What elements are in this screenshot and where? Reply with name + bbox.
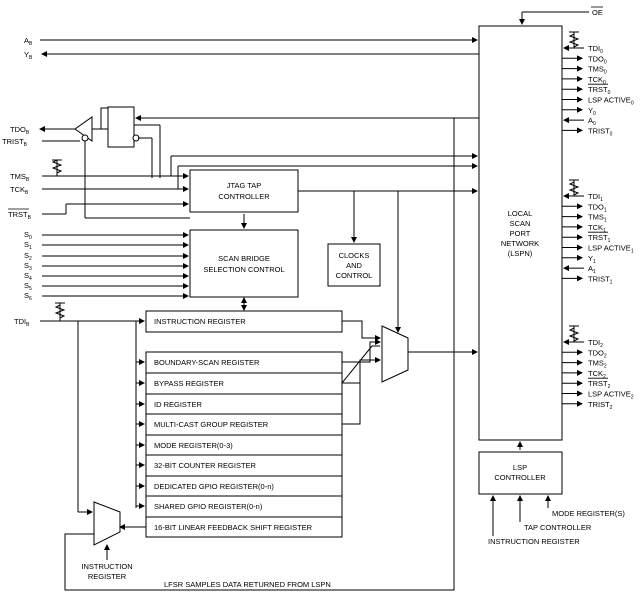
port-trist-0: TRIST0 [588,126,613,137]
register-label-1: BOUNDARY-SCAN REGISTER [154,358,260,367]
clocks-l1: CLOCKS [339,251,370,260]
svg-text:TDIB: TDIB [14,317,30,328]
port-tms-2: TMS2 [588,359,607,370]
scan-bridge-sub: SELECTION CONTROL [203,265,284,274]
svg-text:YB: YB [24,50,33,61]
clocks-l2: AND [346,261,362,270]
lfsr-mux-label-2: REGISTER [88,572,127,581]
select-input-s4: S4 [24,271,32,282]
lsp-controller-input-labels: MODE REGISTER(S) TAP CONTROLLER INSTRUCTIO… [488,509,625,546]
register-labels: INSTRUCTION REGISTER BOUNDARY-SCAN REGIST… [154,317,313,532]
select-input-s0: S0 [24,230,32,241]
lfsr-mux-label-1: INSTRUCTION [81,562,132,571]
lspn-l3: PORT [510,229,531,238]
lspn-l2: SCAN [510,219,531,228]
lsp-controller-input-1: TAP CONTROLLER [524,523,592,532]
svg-text:TCKB: TCKB [10,185,29,196]
scan-bridge-title: SCAN BRIDGE [218,254,270,263]
register-label-6: 32-BIT COUNTER REGISTER [154,461,257,470]
lfsr-note: LFSR SAMPLES DATA RETURNED FROM LSPN [164,580,331,589]
port-trist-1: TRIST1 [588,274,613,285]
port-tms-1: TMS1 [588,213,607,224]
lsp-controller-input-0: MODE REGISTER(S) [552,509,625,518]
select-input-s5: S5 [24,281,32,292]
select-input-s1: S1 [24,240,32,251]
port-a-1: A1 [588,264,596,275]
svg-text:TDOB: TDOB [10,125,30,136]
port-tck-0: TCK0 [588,75,606,86]
port-tms-0: TMS0 [588,65,607,76]
port-tdi-1: TDI1 [588,192,603,203]
port-lsp-active-0: LSP ACTIVE0 [588,96,634,107]
register-label-4: MULTI-CAST GROUP REGISTER [154,420,269,429]
lsp-controller-l1: LSP [513,463,527,472]
select-input-s6: S6 [24,291,32,302]
port-lsp-active-2: LSP ACTIVE2 [588,390,634,401]
port-trst-1: TRST1 [588,233,611,244]
block-labels: JTAG TAP CONTROLLER SCAN BRIDGE SELECTIO… [203,181,546,482]
port-trist-2: TRIST2 [588,400,613,411]
register-label-3: ID REGISTER [154,400,203,409]
port-tdi-2: TDI2 [588,338,603,349]
register-label-8: SHARED GPIO REGISTER(0-n) [154,502,263,511]
port-y-1: Y1 [588,254,596,265]
svg-text:TRISTB: TRISTB [2,137,28,148]
svg-text:AB: AB [24,36,33,47]
register-label-5: MODE REGISTER(0-3) [154,441,233,450]
jtag-tap-title: JTAG TAP [227,181,262,190]
register-label-2: BYPASS REGISTER [154,379,224,388]
port-tdo-2: TDO2 [588,348,607,359]
port-y-0: Y0 [588,106,596,117]
clocks-l3: CONTROL [336,271,373,280]
lspn-l4: NETWORK [501,239,539,248]
static-wires [39,11,589,591]
right-pullups [568,31,580,342]
register-label-9: 16-BIT LINEAR FEEDBACK SHIFT REGISTER [154,523,313,532]
port-trst-2: TRST2 [588,379,611,390]
select-input-s3: S3 [24,261,32,272]
jtag-tap-sub: CONTROLLER [218,192,270,201]
select-input-s2: S2 [24,251,32,262]
left-signal-labels: AB YB TDOB TRISTB TMSB TCKB TRSTB TDIB [2,36,33,328]
svg-text:TRSTB: TRSTB [8,210,32,221]
port-tdi-0: TDI0 [588,44,603,55]
register-label-0: INSTRUCTION REGISTER [154,317,246,326]
port-lsp-active-1: LSP ACTIVE1 [588,244,634,255]
port-tdo-0: TDO0 [588,54,607,65]
port-trst-0: TRST0 [588,85,611,96]
lsp-controller-input-2: INSTRUCTION REGISTER [488,537,580,546]
svg-text:TMSB: TMSB [10,172,30,183]
port-tdo-1: TDO1 [588,202,607,213]
port-a-0: A0 [588,116,596,127]
lsp-controller-l2: CONTROLLER [494,473,546,482]
register-label-7: DEDICATED GPIO REGISTER(0-n) [154,482,274,491]
oe-label: OE [592,8,603,17]
lspn-l5: (LSPN) [508,249,533,258]
port-tck-2: TCK2 [588,369,606,380]
port-tck-1: TCK1 [588,223,606,234]
lspn-l1: LOCAL [508,209,533,218]
